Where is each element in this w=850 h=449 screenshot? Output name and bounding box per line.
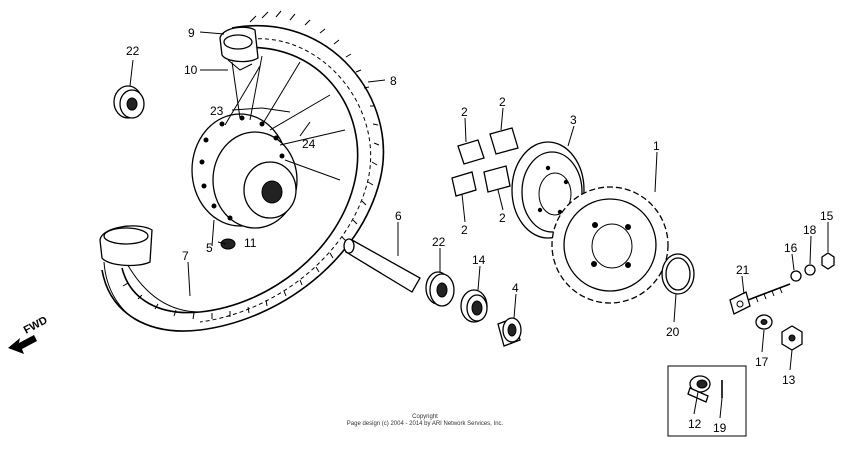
callout-22-left: 22 xyxy=(126,44,140,58)
axle-sleeve xyxy=(343,238,421,293)
bearing-center xyxy=(425,271,455,307)
hub xyxy=(191,55,346,229)
callout-labels: 9 10 8 22 23 24 5 11 7 6 22 14 4 2 2 2 2… xyxy=(126,26,834,435)
callout-3: 3 xyxy=(570,113,577,127)
callout-8: 8 xyxy=(390,74,397,88)
callout-15: 15 xyxy=(820,209,834,223)
callout-2-c: 2 xyxy=(461,223,468,237)
callout-18: 18 xyxy=(803,223,817,237)
fwd-indicator: FWD xyxy=(8,314,50,354)
washer-16 xyxy=(790,270,802,282)
damper-rubbers xyxy=(451,127,519,197)
callout-11: 11 xyxy=(244,236,257,250)
circlip xyxy=(661,253,695,295)
chain-adjuster xyxy=(729,283,791,315)
callout-13: 13 xyxy=(782,373,796,387)
oil-seal xyxy=(460,289,488,323)
callout-2-b: 2 xyxy=(499,95,506,109)
collar xyxy=(497,317,522,347)
leader-lines xyxy=(129,31,829,419)
callout-12: 12 xyxy=(688,417,702,431)
callout-16: 16 xyxy=(784,241,798,255)
callout-22-center: 22 xyxy=(432,235,446,249)
tire-section-bottom xyxy=(99,225,153,323)
callout-20: 20 xyxy=(666,325,680,339)
fwd-label: FWD xyxy=(22,314,50,336)
tire-section-top xyxy=(219,26,259,71)
callout-1: 1 xyxy=(653,139,660,153)
callout-24: 24 xyxy=(302,137,316,151)
callout-23: 23 xyxy=(210,104,224,118)
callout-14: 14 xyxy=(472,253,486,267)
callout-2-a: 2 xyxy=(461,105,468,119)
callout-7: 7 xyxy=(182,249,189,263)
tire xyxy=(101,10,385,332)
bearing-left xyxy=(113,85,145,119)
sprocket xyxy=(551,186,669,304)
valve-cap xyxy=(220,238,236,250)
fwd-arrow-icon xyxy=(8,335,37,354)
callout-5: 5 xyxy=(206,241,213,255)
callout-6: 6 xyxy=(395,209,402,223)
callout-10: 10 xyxy=(184,63,198,77)
callout-21: 21 xyxy=(736,263,750,277)
inset-box xyxy=(667,365,747,437)
copyright-line1: Copyright xyxy=(412,414,438,420)
callout-17: 17 xyxy=(755,355,769,369)
callout-19: 19 xyxy=(713,421,727,435)
copyright-line2: Page design (c) 2004 - 2014 by ARI Netwo… xyxy=(347,421,504,427)
callout-2-d: 2 xyxy=(499,211,506,225)
callout-9: 9 xyxy=(188,26,195,40)
callout-4: 4 xyxy=(512,281,519,295)
nut-18 xyxy=(804,264,816,276)
nut-15 xyxy=(821,252,835,270)
